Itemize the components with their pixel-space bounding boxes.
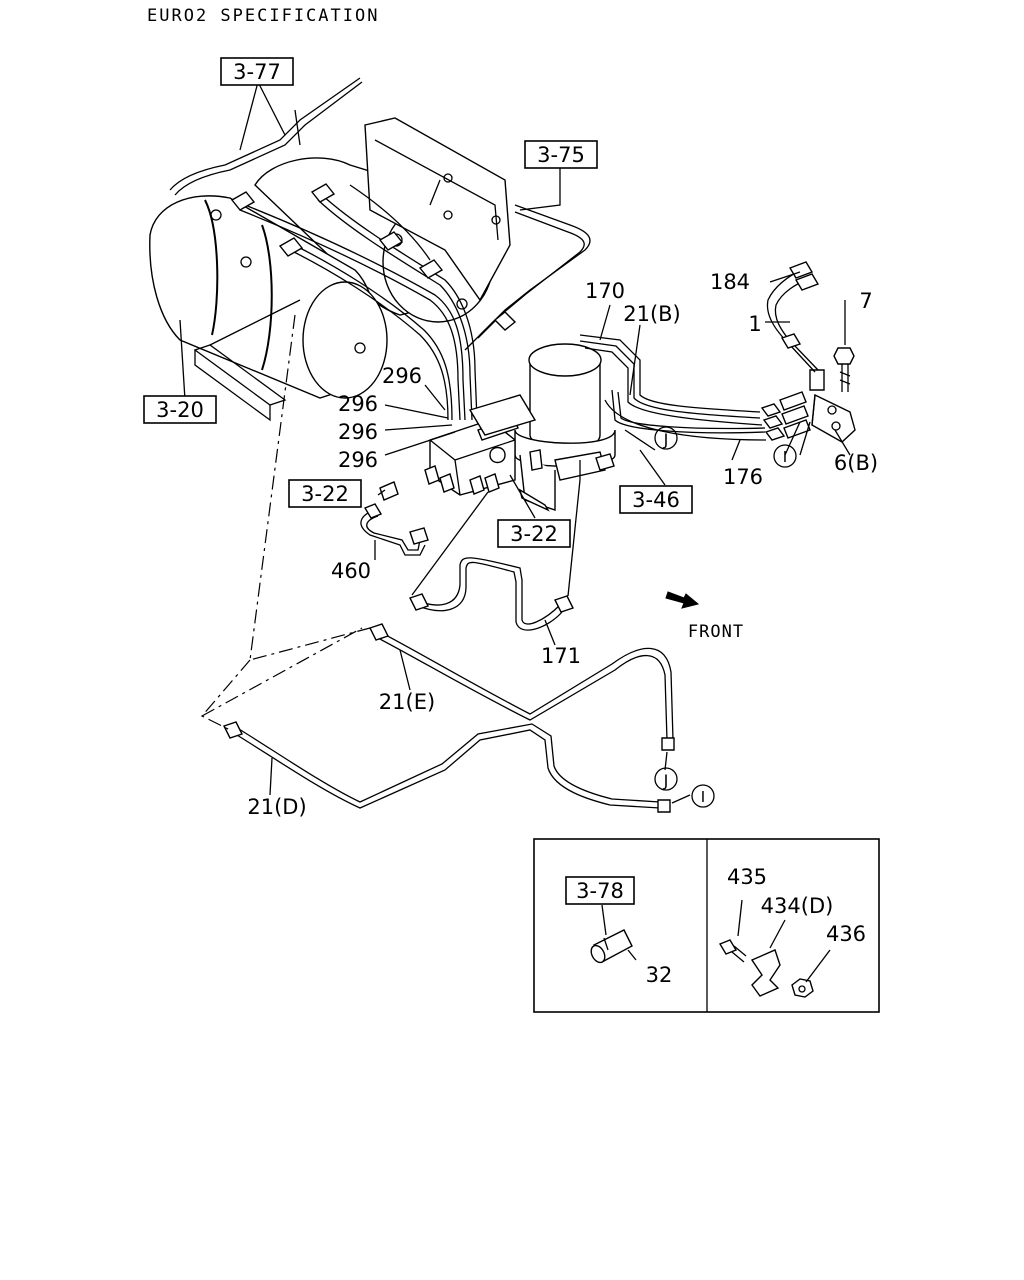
part-6b-label: 6(B) [834, 451, 878, 475]
part-32-label: 32 [646, 963, 673, 987]
pipe-460 [360, 481, 429, 556]
part-296-label-3: 296 [338, 420, 378, 444]
part-171-label: 171 [541, 644, 581, 668]
part-296-label-2: 296 [338, 392, 378, 416]
pipe-1-184 [766, 261, 820, 373]
ref-3-20-text: 3-20 [156, 398, 204, 422]
part-460-label: 460 [331, 559, 371, 583]
part-296-label-4: 296 [338, 448, 378, 472]
part-21e-label: 21(E) [379, 690, 435, 714]
part-435-label: 435 [727, 865, 767, 889]
dryer-outlet-lines [579, 334, 786, 441]
svg-text:I: I [783, 448, 787, 466]
bolt-7 [833, 347, 855, 392]
ref-3-22-left-text: 3-22 [301, 482, 349, 506]
front-label: FRONT [688, 622, 744, 642]
upper-lines [169, 77, 591, 351]
connector-32 [590, 904, 637, 964]
leader-lines [179, 81, 851, 804]
svg-text:I: I [701, 788, 705, 806]
tank-pipe-bundle [230, 179, 478, 421]
ref-3-77-text: 3-77 [233, 60, 281, 84]
pipe-21d [223, 721, 671, 813]
marker-j-lower: J [654, 767, 678, 791]
nut-436 [791, 949, 831, 998]
tank-mounting-bracket [193, 117, 511, 422]
page-title: EURO2 SPECIFICATION [147, 6, 379, 26]
marker-i-upper: I [773, 444, 797, 468]
part-436-label: 436 [826, 922, 866, 946]
ref-box-3-22-left[interactable]: 3-22 [288, 479, 362, 508]
ref-3-46-text: 3-46 [632, 488, 680, 512]
svg-text:J: J [663, 430, 669, 449]
svg-text:J: J [663, 771, 669, 790]
part-21d-label: 21(D) [247, 795, 306, 819]
ref-box-3-78[interactable]: 3-78 [565, 876, 635, 905]
air-dryer [514, 343, 616, 512]
ref-box-3-20[interactable]: 3-20 [143, 395, 217, 424]
ref-box-3-75[interactable]: 3-75 [524, 140, 598, 169]
clip-434d [750, 919, 786, 997]
ref-3-75-text: 3-75 [537, 143, 585, 167]
pipe-21e [369, 623, 675, 751]
junction-block [779, 369, 856, 443]
marker-i-lower: I [691, 784, 715, 808]
ref-3-22-center-text: 3-22 [510, 522, 558, 546]
part-1-label: 1 [748, 312, 761, 336]
bolt-435 [718, 899, 747, 963]
part-176-label: 176 [723, 465, 763, 489]
pipe-171 [409, 460, 581, 631]
ref-box-3-22-center[interactable]: 3-22 [497, 519, 571, 548]
part-170-label: 170 [585, 279, 625, 303]
part-7-label: 7 [859, 289, 872, 313]
ref-box-3-77[interactable]: 3-77 [220, 57, 294, 86]
valve-block [424, 394, 537, 496]
part-21b-label: 21(B) [623, 302, 681, 326]
part-184-label: 184 [710, 270, 750, 294]
front-arrow-icon [665, 591, 700, 609]
part-434d-label: 434(D) [761, 894, 834, 918]
part-296-label-1: 296 [382, 364, 422, 388]
inset-panel [533, 838, 880, 1013]
ref-3-78-text: 3-78 [576, 879, 624, 903]
air-tank-front [149, 195, 388, 399]
marker-j-upper: J [654, 426, 678, 450]
phantom-lines [201, 314, 371, 731]
ref-box-3-46[interactable]: 3-46 [619, 485, 693, 514]
